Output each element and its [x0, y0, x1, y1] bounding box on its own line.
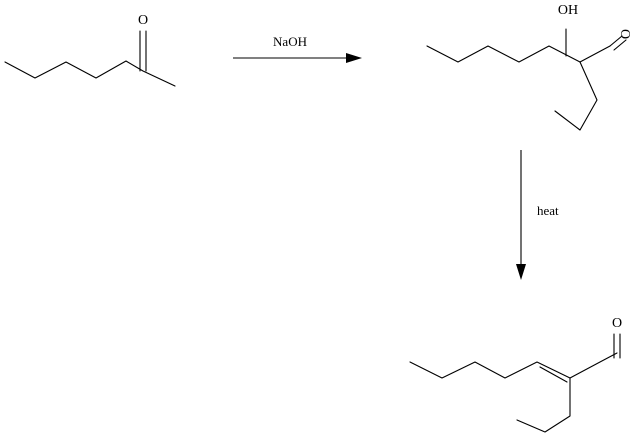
- aldol-aldehyde-oxygen-label: O: [619, 29, 634, 39]
- enal-oxygen-label: O: [612, 316, 622, 331]
- step2-arrow: heat: [516, 150, 559, 280]
- step1-arrow-head: [346, 53, 362, 63]
- step2-condition-label: heat: [537, 203, 559, 218]
- enal-product: O: [409, 316, 622, 433]
- enal-cc-double-bond-inner: [539, 366, 568, 383]
- enal-aldehyde-chain: [569, 352, 618, 379]
- step1-arrow: NaOH: [233, 34, 362, 63]
- enal-butyl-chain: [409, 361, 571, 379]
- aldol-aldehyde-chain: [579, 45, 611, 63]
- aldol-aldehyde-co-bond-b: [613, 39, 627, 51]
- aldol-product: OH O: [426, 3, 634, 131]
- aldol-butyl-chain: [426, 45, 581, 63]
- aldol-hydroxyl-label: OH: [558, 3, 578, 18]
- step1-reagent-label: NaOH: [273, 34, 307, 49]
- aldol-aldehyde-co-bond-a: [609, 35, 623, 47]
- aldol-propyl-chain: [554, 61, 598, 131]
- step2-arrow-head: [516, 264, 526, 280]
- reactant-oxygen-label: O: [138, 13, 148, 28]
- reactant-chain: [4, 60, 176, 87]
- enal-propyl-chain: [516, 377, 571, 433]
- reactant-2-hexanone: O: [4, 13, 176, 87]
